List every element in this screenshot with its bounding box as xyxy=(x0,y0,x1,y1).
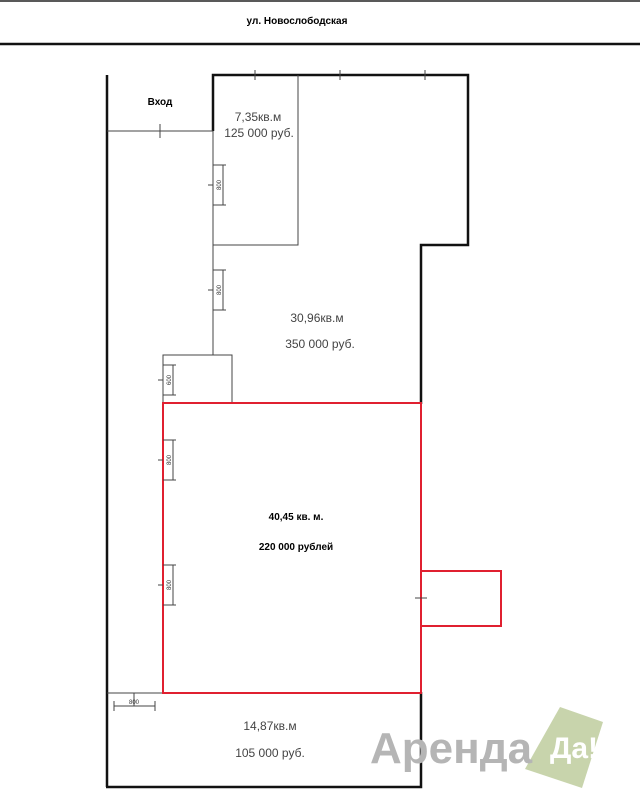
room-1-area: 7,35кв.м xyxy=(235,110,282,124)
room-3-price: 220 000 рублей xyxy=(259,541,333,553)
svg-text:600: 600 xyxy=(167,374,173,385)
room-4-price: 105 000 руб. xyxy=(235,746,305,760)
door-dimensions: 800 800 600 800 800 800 xyxy=(113,164,226,711)
walls xyxy=(105,70,470,789)
room-1-price: 125 000 руб. xyxy=(224,126,294,140)
room-3-area: 40,45 кв. м. xyxy=(269,512,324,523)
svg-text:800: 800 xyxy=(217,179,223,190)
room-2-price: 350 000 руб. xyxy=(285,337,355,351)
svg-text:800: 800 xyxy=(129,700,140,706)
street-name: ул. Новослободская xyxy=(247,15,348,27)
room-4-area: 14,87кв.м xyxy=(243,719,296,733)
svg-text:Аренда: Аренда xyxy=(370,724,533,773)
entrance-label: Вход xyxy=(148,97,173,108)
svg-text:800: 800 xyxy=(167,579,173,590)
svg-text:800: 800 xyxy=(217,284,223,295)
highlighted-unit[interactable] xyxy=(162,402,502,694)
logo: Аренда Да! xyxy=(370,707,603,788)
room-2-area: 30,96кв.м xyxy=(290,311,343,325)
svg-text:800: 800 xyxy=(167,454,173,465)
svg-text:Да!: Да! xyxy=(550,732,598,765)
